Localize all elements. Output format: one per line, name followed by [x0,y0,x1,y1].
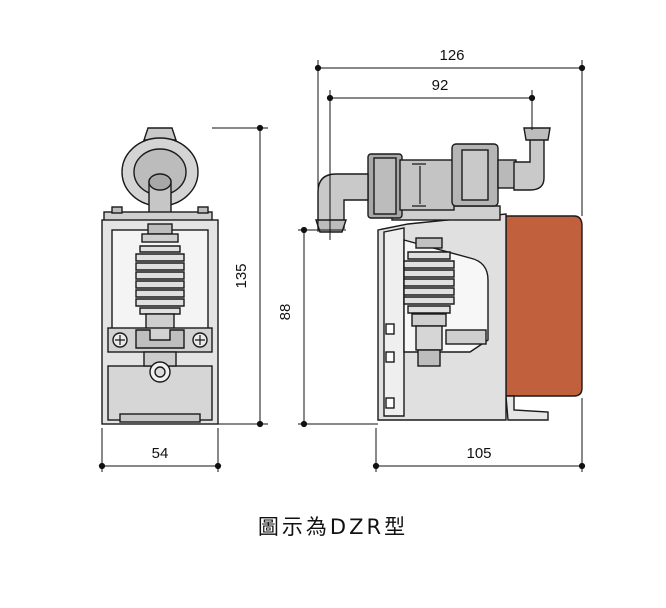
side-view [315,127,583,421]
figure-caption: 圖示為DZR型 [257,515,409,539]
front-clamp [107,327,213,383]
front-housing [101,206,219,425]
front-top-fitting [121,127,199,221]
front-bellows [135,223,185,331]
side-foot [505,395,549,421]
side-body-width-label: 105 [466,445,491,462]
front-view [101,127,219,425]
side-pipe-width-label: 92 [432,77,449,94]
front-height-label: 135 [233,263,250,288]
side-top-assembly [367,127,551,221]
side-left-elbow [315,173,369,233]
front-width-label: 54 [152,445,169,462]
motor-block [505,215,583,397]
side-overall-width-label: 126 [439,47,464,64]
side-bellows [403,237,487,367]
front-dimensions [98,124,268,472]
side-height-label: 88 [277,304,294,321]
side-dimensions [298,60,586,472]
